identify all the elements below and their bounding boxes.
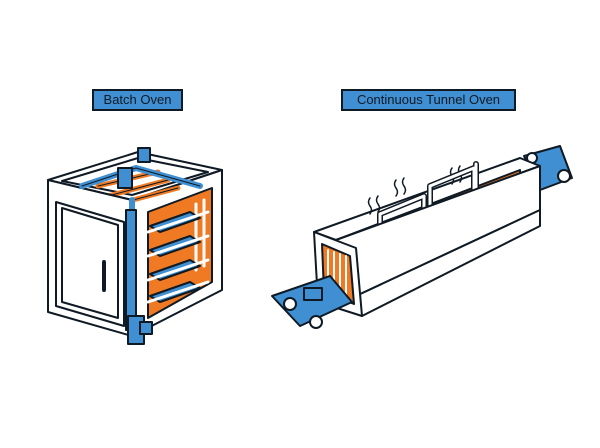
batch-oven [47, 147, 223, 345]
batch-oven-pivot [137, 147, 151, 163]
tunnel-oven [271, 145, 573, 329]
tunnel-oven-label: Continuous Tunnel Oven [341, 89, 516, 111]
batch-oven-label: Batch Oven [92, 89, 183, 111]
